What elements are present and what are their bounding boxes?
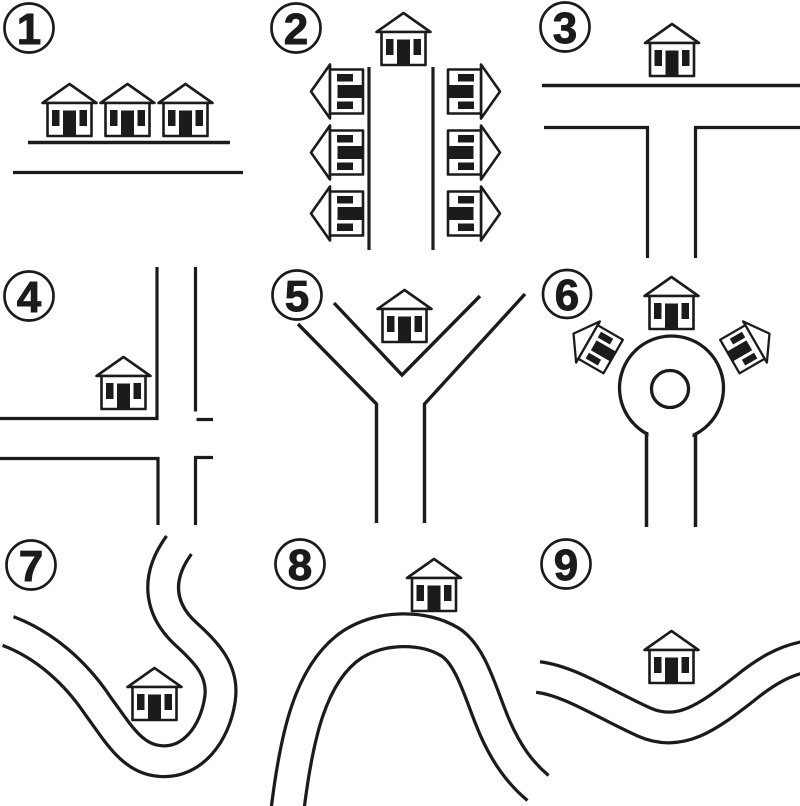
panel-number: 3 [553,4,577,53]
road-surface [273,615,559,806]
roundabout-island [649,368,691,410]
house-icon [560,311,627,379]
house-icon [157,82,214,138]
house-icon [375,11,432,67]
house-icon [126,666,183,722]
panel-7-s-bend: 7 [0,525,238,779]
panel-2-street-both-sides: 2 [270,2,502,250]
roundabout-road-gap [648,427,693,455]
house-icon [643,22,701,78]
panel-number-badge [271,269,323,321]
road-edge [193,455,213,525]
house-icon [446,124,502,181]
panel-number-badge [3,270,55,322]
panel-number-badge [274,538,326,590]
panel-number: 6 [555,271,579,320]
panel-5-y-fork: 5 [271,269,527,523]
panel-number: 5 [285,272,309,321]
roundabout-outer-circle [617,334,726,442]
house-icon [99,82,156,138]
house-icon [405,557,463,613]
house-icon [716,311,783,379]
road-edge [544,125,650,258]
panel-number-badge [539,1,591,53]
road-edge [422,292,527,523]
panel-4-crossroads: 4 [0,267,213,525]
panel-1-straight-road: 1 [3,2,243,175]
panel-number-badge [3,2,55,54]
road-edge [693,125,800,258]
panel-9-winding-road: 9 [522,538,800,745]
house-icon [309,124,365,181]
panel-number: 7 [19,542,43,591]
road-edge [0,267,159,421]
house-icon [446,63,502,120]
road-surface [522,643,800,742]
house-icon [309,63,365,120]
road-surface [0,525,235,775]
road-edge [296,322,379,523]
panel-number: 1 [17,5,41,54]
house-icon [309,185,365,242]
house-icon [643,275,700,331]
panel-6-roundabout: 6 [541,268,783,527]
house-icon [41,82,98,138]
house-icon [643,629,700,685]
panel-number-badge [5,539,57,591]
panel-8-sharp-curve: 8 [269,538,559,806]
house-icon [376,288,433,344]
panel-number: 2 [284,5,308,54]
panel-number: 4 [17,273,42,322]
panel-number: 8 [288,541,312,590]
house-icon [446,185,502,242]
panel-number-badge [270,2,322,54]
road-edge [332,294,482,378]
panel-3-t-junction: 3 [539,1,800,258]
panel-number-badge [541,268,593,320]
house-icon [95,355,152,411]
panel-number-badge [540,538,592,590]
panel-number: 9 [554,541,578,590]
road-edge [0,456,160,525]
